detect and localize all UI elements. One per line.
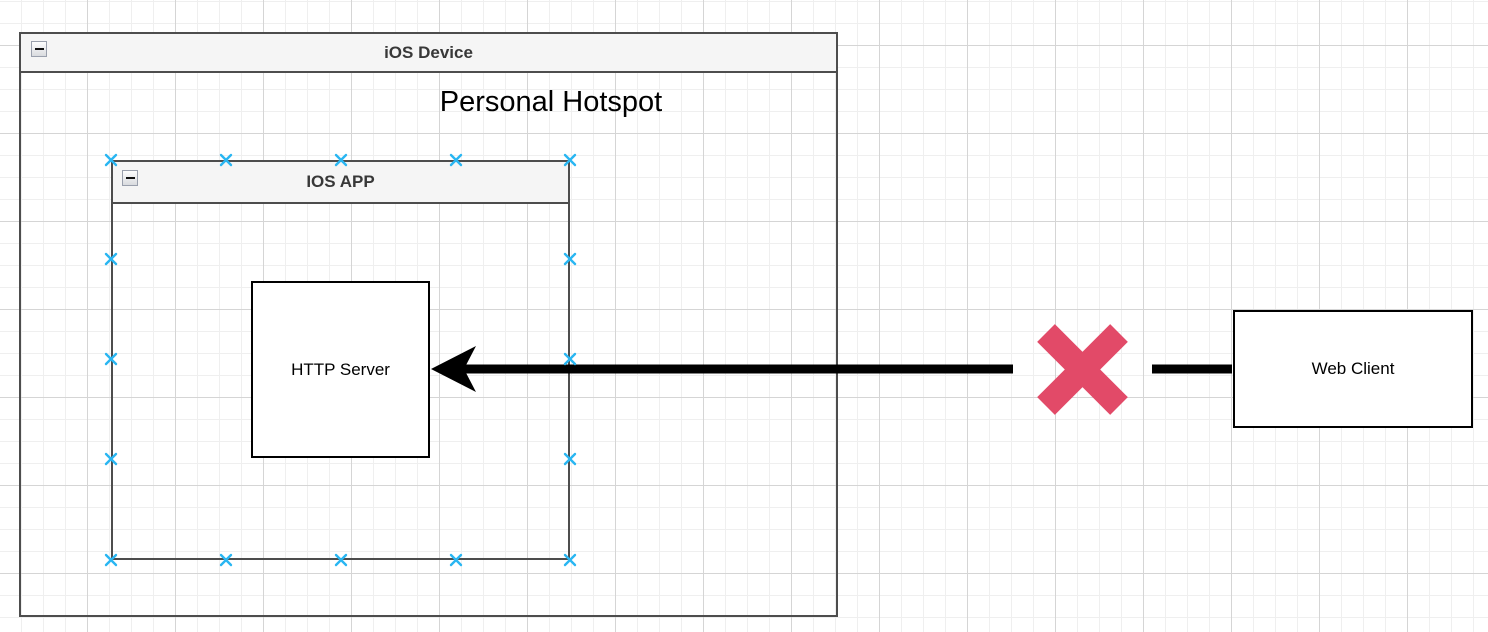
collapse-button[interactable] [31,41,47,57]
collapse-button[interactable] [122,170,138,186]
web-client-label: Web Client [1311,359,1395,378]
blocked-cross-icon [1037,324,1128,415]
container-ios-device-title: iOS Device [384,42,473,62]
container-ios-app-header[interactable]: IOS APP [113,162,568,204]
http-server-node[interactable]: HTTP Server [251,281,430,458]
minus-icon [125,177,135,179]
container-ios-device-header[interactable]: iOS Device [21,34,836,73]
minus-icon [34,48,44,50]
web-client-node[interactable]: Web Client [1233,310,1473,428]
container-ios-app-title: IOS APP [306,172,375,191]
http-server-label: HTTP Server [291,359,390,379]
personal-hotspot-label: Personal Hotspot [439,86,663,118]
container-ios-device[interactable]: iOS Device [19,32,838,617]
